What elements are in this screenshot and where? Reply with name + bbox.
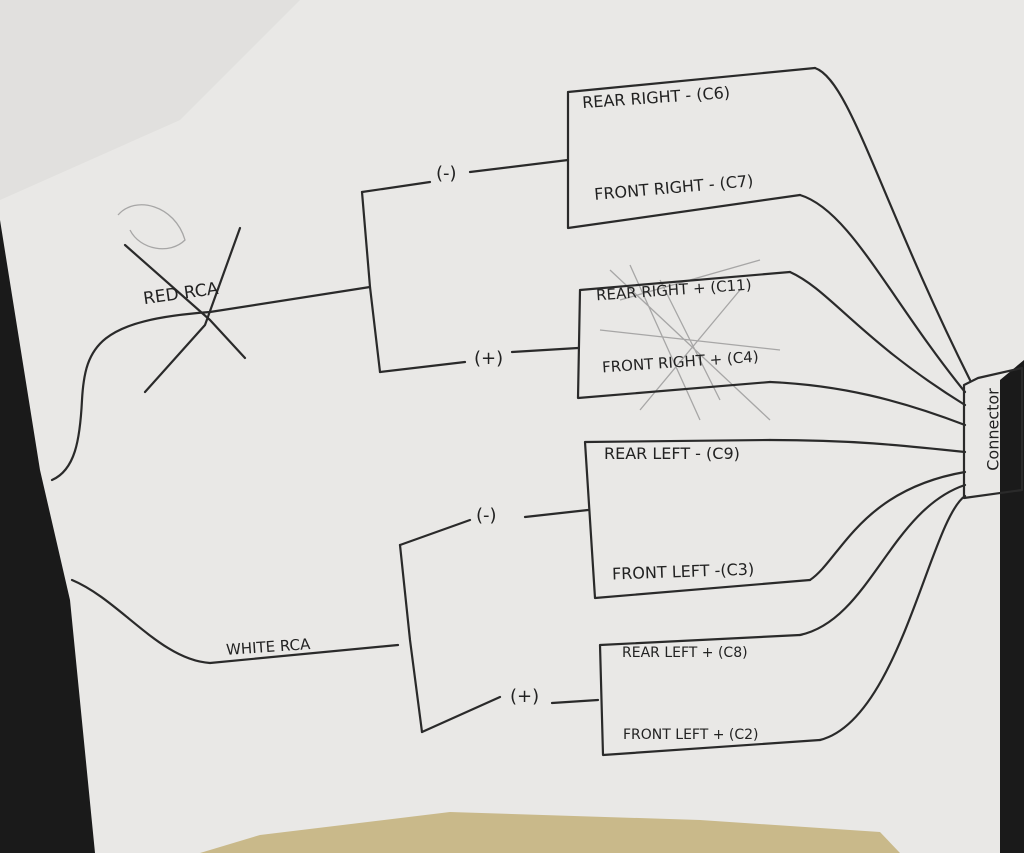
right-negative-label: (-) [436, 163, 457, 184]
right-neg-link [360, 158, 570, 194]
right-pos-box [576, 270, 792, 400]
left-neg-box [583, 438, 812, 600]
right-positive-label: (+) [474, 348, 504, 369]
white-rca-wire [70, 578, 400, 665]
left-branch-wire [398, 543, 424, 734]
left-pos-box [598, 633, 822, 757]
left-neg-link [398, 508, 590, 547]
connector-wires [768, 66, 972, 742]
scribble-out-red-rca [117, 204, 247, 394]
right-neg-box [566, 66, 817, 230]
left-pos-link [420, 695, 600, 734]
connector-block [962, 366, 1024, 500]
left-negative-label: (-) [476, 505, 497, 526]
tape-strip [200, 812, 900, 853]
connector-label: Connector [983, 388, 1003, 471]
paper-shadow [0, 0, 300, 200]
front-left-pos-label: FRONT LEFT + (C2) [623, 727, 759, 743]
right-pos-link [378, 346, 580, 374]
rear-left-neg-label: REAR LEFT - (C9) [604, 444, 740, 463]
left-positive-label: (+) [510, 686, 540, 707]
rear-left-pos-label: REAR LEFT + (C8) [622, 645, 748, 661]
red-rca-wire [50, 285, 372, 482]
right-branch-wire [360, 190, 382, 374]
